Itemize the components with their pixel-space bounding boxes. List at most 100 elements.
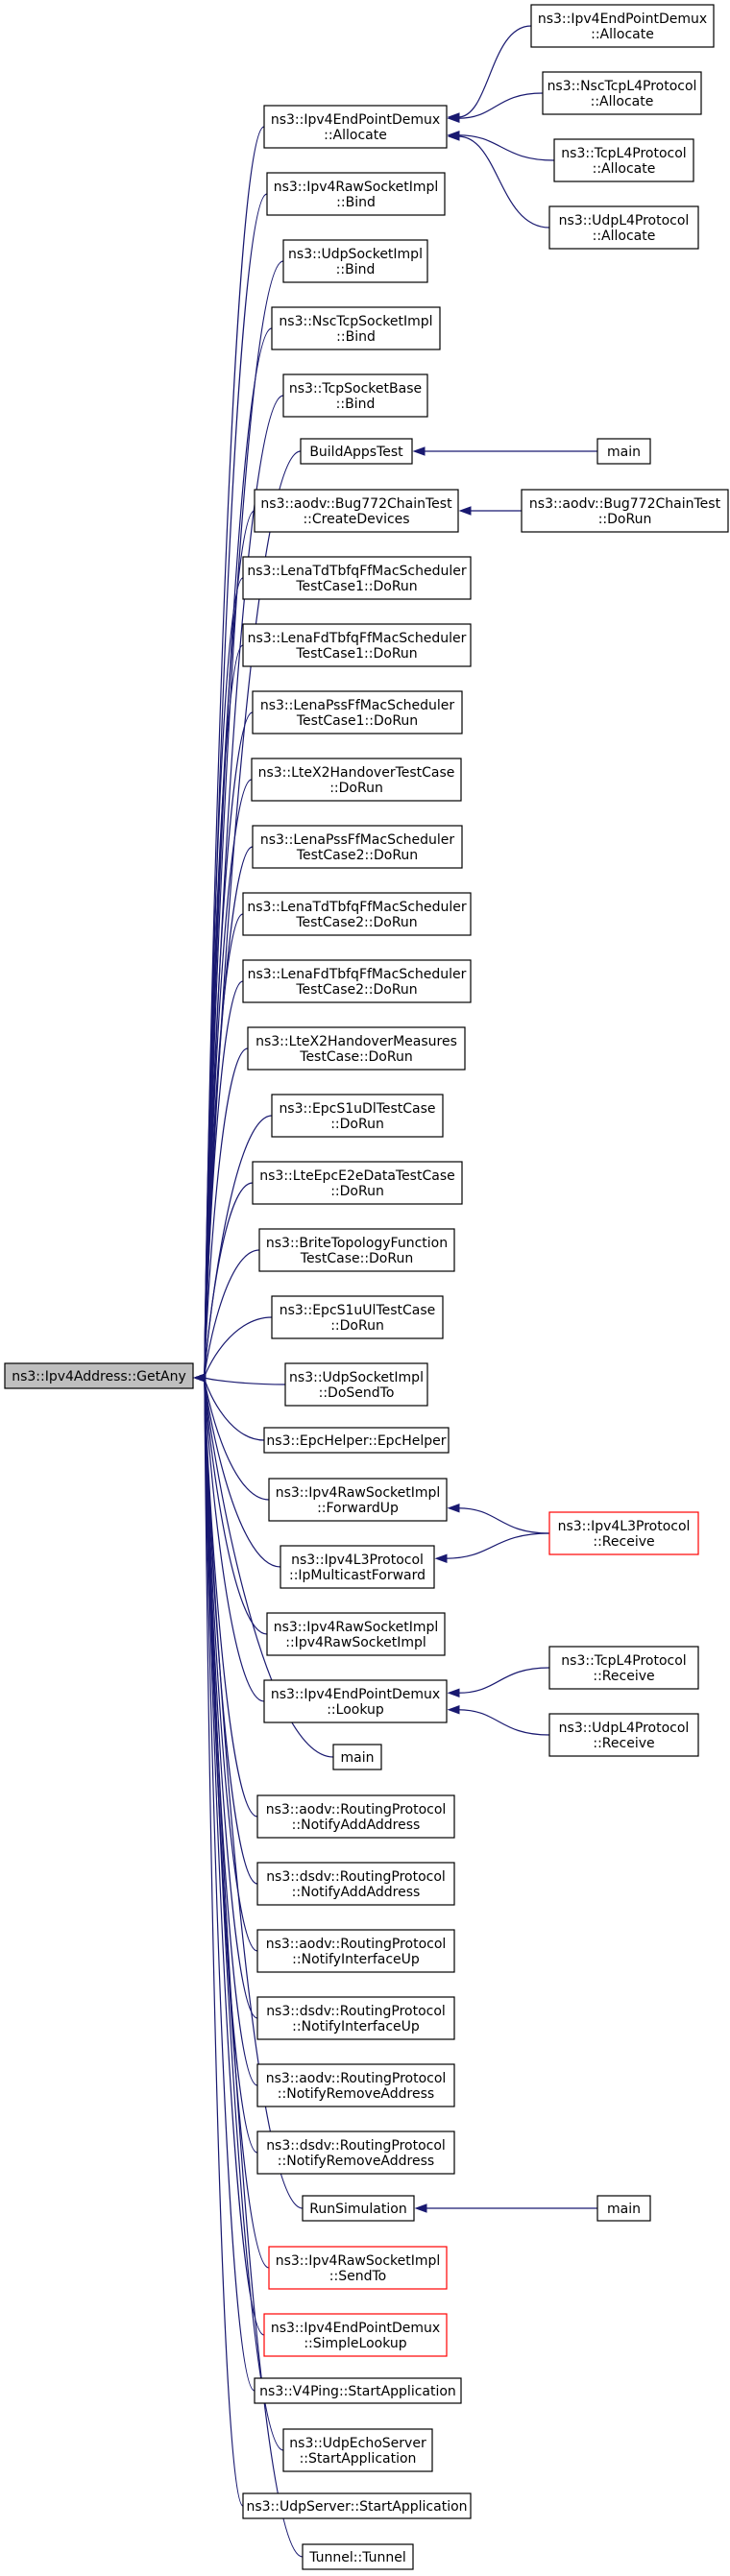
node-box	[254, 2377, 462, 2404]
node-c5[interactable]: main	[596, 438, 651, 465]
node-n28[interactable]: ns3::dsdv::RoutingProtocol::NotifyAddAdd…	[256, 1862, 455, 1906]
node-n36[interactable]: ns3::V4Ping::StartApplication	[254, 2377, 462, 2404]
node-n34[interactable]: ns3::Ipv4RawSocketImpl::SendTo	[268, 2246, 448, 2290]
node-n5[interactable]: ns3::TcpSocketBase::Bind	[282, 373, 428, 418]
edge-n20-root	[204, 1377, 286, 1385]
node-n22[interactable]: ns3::Ipv4RawSocketImpl::ForwardUp	[268, 1478, 448, 1522]
node-c9[interactable]: ns3::UdpL4Protocol::Receive	[548, 1713, 699, 1757]
node-label: ns3::NscTcpSocketImpl	[279, 314, 432, 329]
node-label: TestCase2::DoRun	[295, 915, 417, 930]
node-n2[interactable]: ns3::Ipv4RawSocketImpl::Bind	[266, 172, 446, 216]
node-box	[553, 138, 694, 182]
node-label: ns3::Ipv4EndPointDemux	[271, 2321, 440, 2336]
node-n23[interactable]: ns3::Ipv4L3Protocol::IpMulticastForward	[280, 1545, 435, 1589]
node-box	[254, 489, 459, 533]
node-n4[interactable]: ns3::NscTcpSocketImpl::Bind	[271, 306, 441, 350]
node-box	[256, 1996, 455, 2040]
node-n7[interactable]: ns3::aodv::Bug772ChainTest::CreateDevice…	[254, 489, 459, 533]
node-label: ::Bind	[336, 195, 376, 210]
node-label: ::NotifyAddAddress	[292, 1818, 421, 1833]
edge-n15-root	[204, 1047, 249, 1379]
node-n19[interactable]: ns3::EpcS1uUlTestCase::DoRun	[271, 1295, 444, 1339]
node-n24[interactable]: ns3::Ipv4RawSocketImpl::Ipv4RawSocketImp…	[266, 1612, 446, 1656]
edge-c4-n1	[457, 135, 550, 229]
node-c10[interactable]: main	[596, 2195, 651, 2222]
node-label: ns3::aodv::RoutingProtocol	[266, 1937, 447, 1952]
node-n6[interactable]: BuildAppsTest	[300, 438, 413, 465]
node-n38[interactable]: ns3::UdpServer::StartApplication	[242, 2492, 472, 2519]
node-root[interactable]: ns3::Ipv4Address::GetAny	[4, 1362, 194, 1389]
node-n32[interactable]: ns3::dsdv::RoutingProtocol::NotifyRemove…	[256, 2131, 455, 2175]
node-box	[271, 1295, 444, 1339]
node-box	[252, 825, 463, 869]
edge-c8-n25	[457, 1667, 550, 1694]
node-n12[interactable]: ns3::LenaPssFfMacSchedulerTestCase2::DoR…	[252, 825, 463, 869]
node-n37[interactable]: ns3::UdpEchoServer::StartApplication	[282, 2428, 433, 2472]
edge-n24-root	[204, 1377, 268, 1635]
node-c6[interactable]: ns3::aodv::Bug772ChainTest::DoRun	[521, 489, 729, 533]
node-label: ns3::UdpEchoServer	[289, 2436, 426, 2451]
node-n20[interactable]: ns3::UdpSocketImpl::DoSendTo	[284, 1362, 428, 1407]
node-label: TestCase::DoRun	[299, 1049, 412, 1065]
node-label: ns3::EpcS1uDlTestCase	[279, 1101, 435, 1117]
node-box	[302, 2195, 415, 2222]
edge-c7-n22	[457, 1507, 550, 1534]
node-label: ns3::LenaTdTbfqFfMacScheduler	[247, 900, 466, 915]
node-label: ::Allocate	[593, 229, 656, 244]
node-c7[interactable]: ns3::Ipv4L3Protocol::Receive	[548, 1511, 699, 1555]
node-n10[interactable]: ns3::LenaPssFfMacSchedulerTestCase1::DoR…	[252, 690, 463, 734]
edge-n26-root	[204, 1377, 334, 1758]
node-label: ns3::Ipv4RawSocketImpl	[274, 1620, 439, 1635]
node-n25[interactable]: ns3::Ipv4EndPointDemux::Lookup	[263, 1679, 448, 1723]
node-label: ::DoSendTo	[319, 1385, 395, 1401]
node-label: ::Allocate	[324, 128, 387, 143]
node-n1[interactable]: ns3::Ipv4EndPointDemux::Allocate	[263, 105, 448, 149]
call-edges	[193, 25, 597, 2558]
node-n35[interactable]: ns3::Ipv4EndPointDemux::SimpleLookup	[263, 2313, 448, 2357]
node-box	[282, 2428, 433, 2472]
node-n21[interactable]: ns3::EpcHelper::EpcHelper	[263, 1427, 450, 1454]
node-n33[interactable]: RunSimulation	[302, 2195, 415, 2222]
arrowhead	[447, 132, 460, 141]
node-label: ns3::LenaFdTbfqFfMacScheduler	[248, 631, 467, 646]
node-box	[284, 1362, 428, 1407]
node-n15[interactable]: ns3::LteX2HandoverMeasuresTestCase::DoRu…	[247, 1026, 466, 1071]
node-label: ns3::NscTcpL4Protocol	[548, 79, 697, 94]
node-n9[interactable]: ns3::LenaFdTbfqFfMacSchedulerTestCase1::…	[242, 623, 472, 667]
node-box	[263, 1427, 450, 1454]
node-n17[interactable]: ns3::LteEpcE2eDataTestCase::DoRun	[252, 1161, 463, 1205]
node-c8[interactable]: ns3::TcpL4Protocol::Receive	[548, 1646, 699, 1690]
node-c4[interactable]: ns3::UdpL4Protocol::Allocate	[548, 205, 699, 250]
node-n26[interactable]: main	[332, 1744, 382, 1770]
node-label: Tunnel::Tunnel	[308, 2550, 406, 2565]
node-box	[252, 690, 463, 734]
node-label: ::ForwardUp	[317, 1501, 399, 1516]
node-n8[interactable]: ns3::LenaTdTbfqFfMacSchedulerTestCase1::…	[242, 556, 472, 600]
node-n27[interactable]: ns3::aodv::RoutingProtocol::NotifyAddAdd…	[256, 1794, 455, 1839]
node-box	[282, 239, 428, 283]
node-label: ns3::Ipv4RawSocketImpl	[274, 180, 439, 195]
node-n3[interactable]: ns3::UdpSocketImpl::Bind	[282, 239, 428, 283]
node-label: ns3::BriteTopologyFunction	[266, 1236, 448, 1251]
node-label: ::Allocate	[591, 94, 654, 109]
node-n39[interactable]: Tunnel::Tunnel	[302, 2543, 414, 2570]
node-n13[interactable]: ns3::LenaTdTbfqFfMacSchedulerTestCase2::…	[242, 892, 472, 936]
node-n11[interactable]: ns3::LteX2HandoverTestCase::DoRun	[251, 758, 462, 802]
node-box	[542, 71, 702, 115]
node-box	[242, 623, 472, 667]
node-n18[interactable]: ns3::BriteTopologyFunctionTestCase::DoRu…	[258, 1228, 455, 1272]
edge-c3-n1	[457, 134, 555, 161]
node-label: ns3::UdpSocketImpl	[289, 1370, 424, 1385]
edge-n18-root	[204, 1249, 260, 1379]
node-label: ::Bind	[336, 397, 376, 412]
node-c3[interactable]: ns3::TcpL4Protocol::Allocate	[553, 138, 694, 182]
node-c1[interactable]: ns3::Ipv4EndPointDemux::Allocate	[530, 4, 715, 48]
node-n31[interactable]: ns3::aodv::RoutingProtocol::NotifyRemove…	[256, 2063, 455, 2107]
node-box	[252, 1161, 463, 1205]
node-label: ::SendTo	[329, 2269, 386, 2284]
node-n29[interactable]: ns3::aodv::RoutingProtocol::NotifyInterf…	[256, 1929, 455, 1973]
node-n30[interactable]: ns3::dsdv::RoutingProtocol::NotifyInterf…	[256, 1996, 455, 2040]
node-c2[interactable]: ns3::NscTcpL4Protocol::Allocate	[542, 71, 702, 115]
node-n16[interactable]: ns3::EpcS1uDlTestCase::DoRun	[271, 1094, 444, 1138]
node-n14[interactable]: ns3::LenaFdTbfqFfMacSchedulerTestCase2::…	[242, 959, 472, 1003]
